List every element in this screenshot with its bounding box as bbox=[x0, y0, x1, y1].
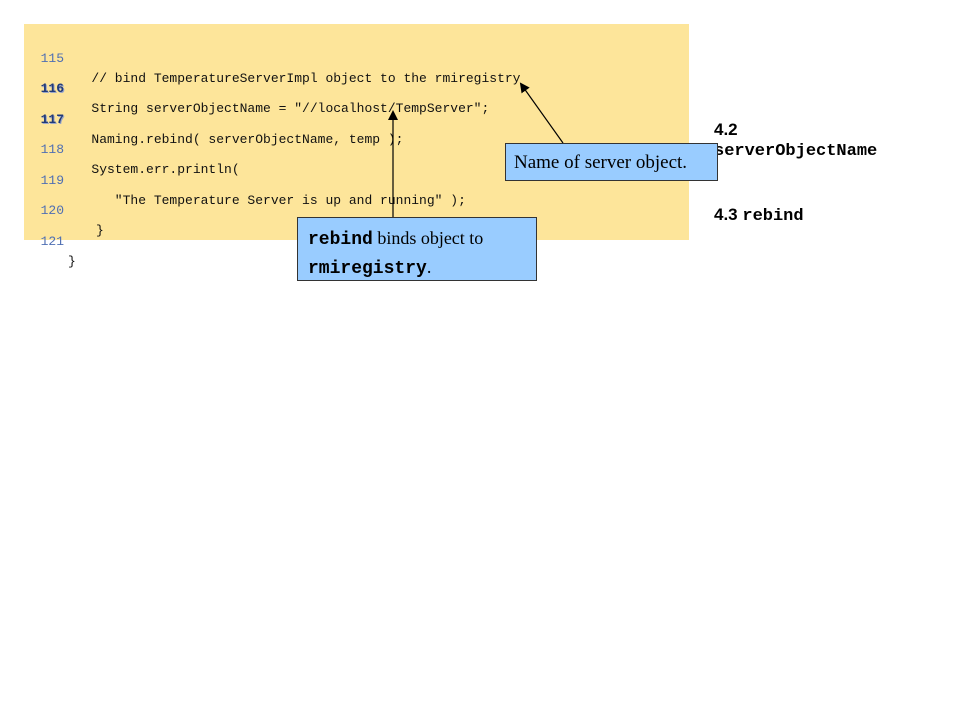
callout-server-object-name: Name of server object. bbox=[505, 143, 718, 181]
code-text: // bind TemperatureServerImpl object to … bbox=[68, 71, 521, 86]
line-number: 115 bbox=[40, 51, 64, 66]
outline-item-rebind: 4.3 rebind bbox=[714, 205, 804, 226]
line-number: 119 bbox=[40, 173, 64, 188]
code-line-119: 119 "The Temperature Server is up and ru… bbox=[24, 151, 466, 208]
code-line-120: 120 } bbox=[24, 181, 104, 238]
callout-text: binds object to bbox=[372, 228, 484, 248]
code-text: } bbox=[68, 254, 76, 269]
code-line-118: 118 System.err.println( bbox=[24, 120, 240, 177]
line-number: 120 bbox=[40, 203, 64, 218]
outline-number: 4.2 bbox=[714, 120, 738, 139]
callout-code: rebind bbox=[308, 230, 373, 250]
code-text: Naming.rebind( serverObjectName, temp ); bbox=[68, 132, 404, 147]
line-number: 118 bbox=[40, 142, 64, 157]
code-line-116: 116 String serverObjectName = "//localho… bbox=[24, 59, 490, 116]
line-number: 116 bbox=[40, 81, 64, 96]
outline-label: rebind bbox=[742, 207, 804, 226]
outline-label: serverObjectName bbox=[714, 142, 878, 161]
callout-code: rmiregistry bbox=[308, 259, 427, 279]
code-listing: 115 // bind TemperatureServerImpl object… bbox=[24, 24, 689, 269]
callout-rebind: rebind binds object to rmiregistry. bbox=[297, 217, 537, 281]
line-number: 117 bbox=[40, 112, 64, 127]
code-line-117: 117 Naming.rebind( serverObjectName, tem… bbox=[24, 90, 404, 147]
code-line-115: 115 // bind TemperatureServerImpl object… bbox=[24, 29, 521, 86]
outline-item-server-object-name: 4.2 serverObjectName bbox=[714, 120, 877, 161]
line-number: 121 bbox=[40, 234, 64, 249]
code-text: "The Temperature Server is up and runnin… bbox=[68, 193, 466, 208]
callout-text: . bbox=[426, 257, 432, 277]
outline-number: 4.3 bbox=[714, 205, 738, 224]
callout-text: Name of server object. bbox=[514, 152, 688, 173]
code-text: } bbox=[96, 223, 104, 238]
arrow-to-server-name bbox=[519, 82, 564, 144]
code-text: String serverObjectName = "//localhost/T… bbox=[68, 101, 490, 116]
code-line-121: 121 } bbox=[24, 212, 76, 269]
code-text: System.err.println( bbox=[68, 162, 240, 177]
